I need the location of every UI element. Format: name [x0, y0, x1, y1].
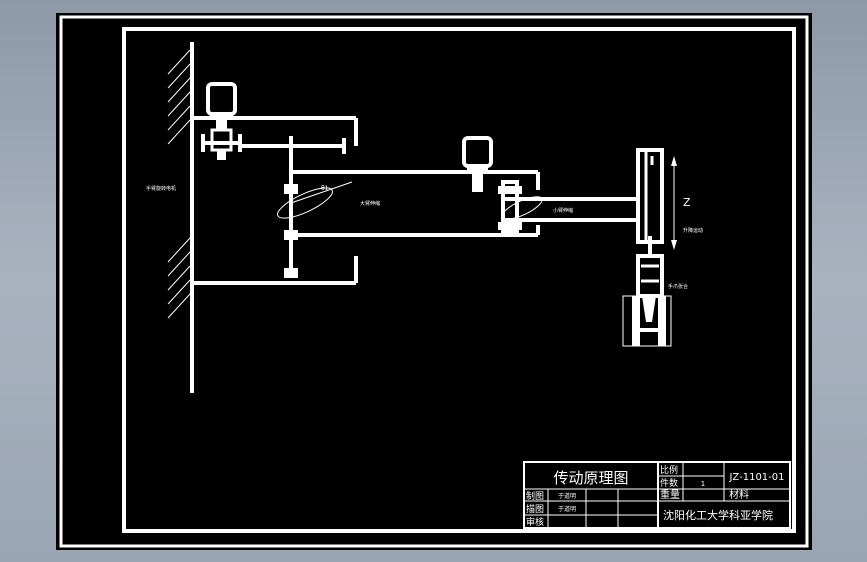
motor-1 — [201, 82, 242, 160]
sheet-background — [56, 13, 812, 550]
title-block-drawn-label: 制图 — [526, 490, 544, 502]
title-block-traced-name: 于道明 — [558, 505, 576, 513]
title-block-traced-label: 描图 — [526, 503, 544, 515]
title-block-checked-label: 审核 — [526, 516, 544, 528]
title-block-school: 沈阳化工大学科亚学院 — [663, 508, 773, 522]
label-forearm: 小臂伸缩 — [553, 207, 573, 214]
label-wall: 手臂旋转电机 — [146, 185, 176, 192]
title-block-drawn-name: 于道明 — [558, 492, 576, 500]
mechanism-schematic: 手臂旋转电机 θ1 大臂伸缩 小臂伸缩 Z 升降运动 手爪张合 — [146, 42, 703, 393]
lift-column — [636, 148, 677, 258]
gripper — [622, 254, 672, 347]
label-rotation: θ1 — [321, 185, 329, 192]
motor-2 — [462, 136, 493, 192]
label-lift: 升降运动 — [683, 227, 703, 234]
label-axis: Z — [683, 196, 691, 209]
title-block-drawing-no: JZ-1101-01 — [728, 472, 784, 483]
large-arm — [291, 170, 540, 237]
title-block-ratio-label: 比例 — [660, 464, 678, 476]
label-gripper: 手爪张合 — [668, 283, 688, 290]
title-block-qty-label: 件数 — [660, 477, 678, 489]
title-block: 传动原理图 比例 件数 1 JZ-1101-01 重量 材料 制图 于道明 描图… — [523, 461, 791, 529]
wall-hatching — [167, 49, 191, 319]
title-block-qty-value: 1 — [701, 480, 705, 488]
title-block-material-label: 材料 — [729, 488, 749, 501]
title-block-title: 传动原理图 — [553, 469, 628, 487]
wall-support — [167, 42, 194, 393]
small-arm — [505, 197, 638, 222]
inner-border — [122, 27, 796, 533]
title-block-weight-label: 重量 — [660, 488, 680, 501]
outer-border — [59, 15, 809, 548]
label-arm: 大臂伸缩 — [360, 200, 380, 207]
